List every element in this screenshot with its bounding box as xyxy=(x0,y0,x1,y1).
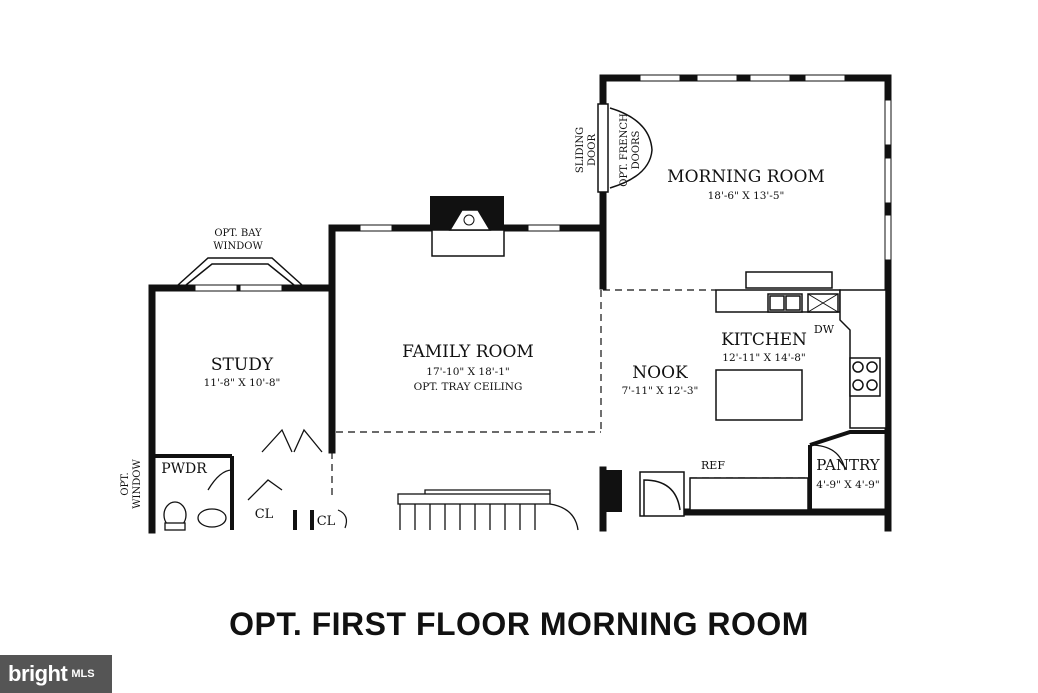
closet-label-2: CL xyxy=(317,514,336,529)
french-doors-label-2: DOORS xyxy=(631,130,642,169)
sliding-door-label-1: SLIDING xyxy=(575,127,586,173)
dw-label: DW xyxy=(814,323,835,336)
pantry-walls xyxy=(808,430,886,512)
morning-room-dims: 18'-6" X 13'-5" xyxy=(708,190,785,202)
stairs xyxy=(397,489,579,531)
windows xyxy=(194,74,892,292)
sliding-door-label-2: DOOR xyxy=(587,134,598,166)
study-name: STUDY xyxy=(211,355,274,375)
study-dims: 11'-8" X 10'-8" xyxy=(204,377,281,389)
nook-name: NOOK xyxy=(632,363,688,383)
french-doors-label-1: OPT. FRENCH xyxy=(619,113,630,187)
watermark: bright MLS xyxy=(0,655,112,693)
family-room-name: FAMILY ROOM xyxy=(402,342,534,362)
nook-dims: 7'-11" X 12'-3" xyxy=(622,385,699,397)
powder-fixtures xyxy=(163,501,227,531)
plan-title: OPT. FIRST FLOOR MORNING ROOM xyxy=(229,606,809,642)
watermark-suffix: MLS xyxy=(71,668,95,680)
closet-label-1: CL xyxy=(255,507,274,522)
nook-door xyxy=(639,471,685,517)
family-room-note: OPT. TRAY CEILING xyxy=(414,381,523,393)
morning-room-name: MORNING ROOM xyxy=(667,167,825,187)
bay-window-label-1: OPT. BAY xyxy=(214,228,262,239)
closet-door xyxy=(337,509,348,529)
bay-window xyxy=(177,257,303,286)
morning-doors xyxy=(597,103,653,193)
kitchen-counters xyxy=(689,271,887,511)
opt-window-label-1: OPT. xyxy=(120,472,131,495)
study-doors xyxy=(207,428,323,501)
opt-window-label-2: WINDOW xyxy=(132,459,143,509)
powder-walls xyxy=(152,454,314,530)
family-room-dims: 17'-10" X 18'-1" xyxy=(426,366,509,378)
ref-label: REF xyxy=(701,459,725,472)
pantry-door-swing xyxy=(809,444,846,471)
watermark-brand: bright xyxy=(8,661,68,686)
pillar xyxy=(600,470,622,512)
pantry-name: PANTRY xyxy=(816,456,881,474)
fireplace xyxy=(430,196,505,257)
bay-window-label-2: WINDOW xyxy=(213,241,263,252)
pantry-dims: 4'-9" X 4'-9" xyxy=(816,479,879,491)
kitchen-dims: 12'-11" X 14'-8" xyxy=(722,352,805,364)
powder-name: PWDR xyxy=(161,461,207,477)
kitchen-name: KITCHEN xyxy=(721,330,807,350)
